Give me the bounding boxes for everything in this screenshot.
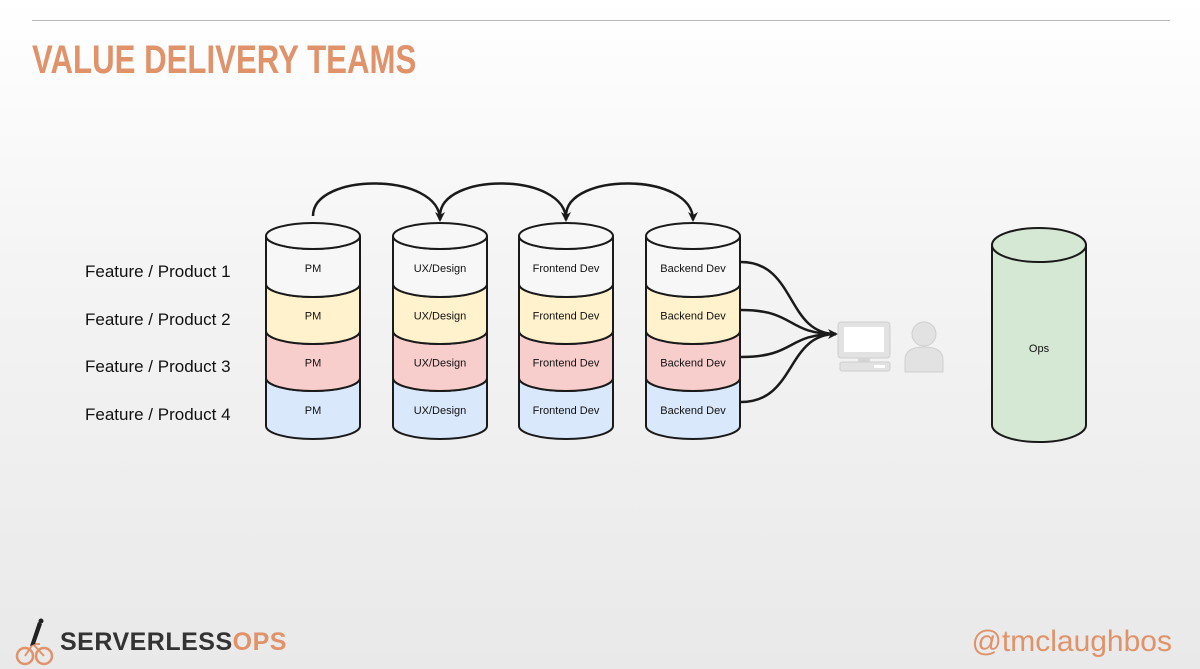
team-stack-1: PM PM PM PM — [265, 222, 361, 440]
row-label-2: Feature / Product 2 — [85, 310, 231, 329]
handoff-arrow-3 — [564, 182, 698, 222]
stack-cell-label: PM — [305, 358, 322, 370]
stack-cell-label: UX/Design — [414, 358, 467, 370]
twitter-handle: @tmclaughbos — [971, 625, 1172, 658]
stack-cell-label: Frontend Dev — [533, 358, 600, 370]
stack-cell-label: Backend Dev — [660, 311, 726, 323]
stack-cell-label: Backend Dev — [660, 405, 726, 417]
stack-cell-label: Backend Dev — [660, 358, 726, 370]
handoff-arrows — [311, 182, 698, 222]
stack-top — [265, 222, 361, 250]
merge-arrow-3 — [740, 332, 837, 359]
user-icon — [904, 321, 944, 373]
stack-cell-label: PM — [305, 263, 322, 275]
stack-cell-label: UX/Design — [414, 263, 467, 275]
stack-cell-label: UX/Design — [414, 311, 467, 323]
logo-wordmark: SERVERLESSOPS — [60, 628, 287, 657]
row-label-3: Feature / Product 3 — [85, 357, 231, 376]
stack-top — [518, 222, 614, 250]
stack-cell-label: Frontend Dev — [533, 263, 600, 275]
logo-main: SERVERLESS — [60, 628, 233, 656]
handoff-arrow-1 — [311, 182, 445, 222]
stack-top — [645, 222, 741, 250]
merge-arrow-1 — [740, 260, 837, 336]
stack-cell-label: Frontend Dev — [533, 311, 600, 323]
merge-arrows — [740, 260, 838, 404]
stack-top — [392, 222, 488, 250]
stack-cell-label: Backend Dev — [660, 263, 726, 275]
cyclist-logo-icon — [15, 618, 54, 666]
stack-cell-label: PM — [305, 405, 322, 417]
stack-cell-label: Frontend Dev — [533, 405, 600, 417]
slide-title: VALUE DELIVERY TEAMS — [32, 38, 417, 82]
merge-arrow-2 — [740, 308, 838, 339]
top-rule — [32, 20, 1170, 21]
row-label-4: Feature / Product 4 — [85, 405, 231, 424]
ops-label: Ops — [1029, 343, 1050, 355]
serverlessops-logo: SERVERLESSOPS — [14, 618, 314, 666]
ops-cylinder: Ops — [991, 227, 1087, 443]
handoff-arrow-2 — [438, 182, 571, 222]
team-stacks: PMPMPMPMUX/DesignUX/DesignUX/DesignUX/De… — [265, 222, 741, 440]
merge-arrow-4 — [740, 332, 837, 404]
computer-icon — [837, 321, 891, 372]
stack-cell-label: PM — [305, 311, 322, 323]
logo-accent: OPS — [232, 628, 287, 656]
row-label-1: Feature / Product 1 — [85, 262, 231, 281]
stack-cell-label: UX/Design — [414, 405, 467, 417]
